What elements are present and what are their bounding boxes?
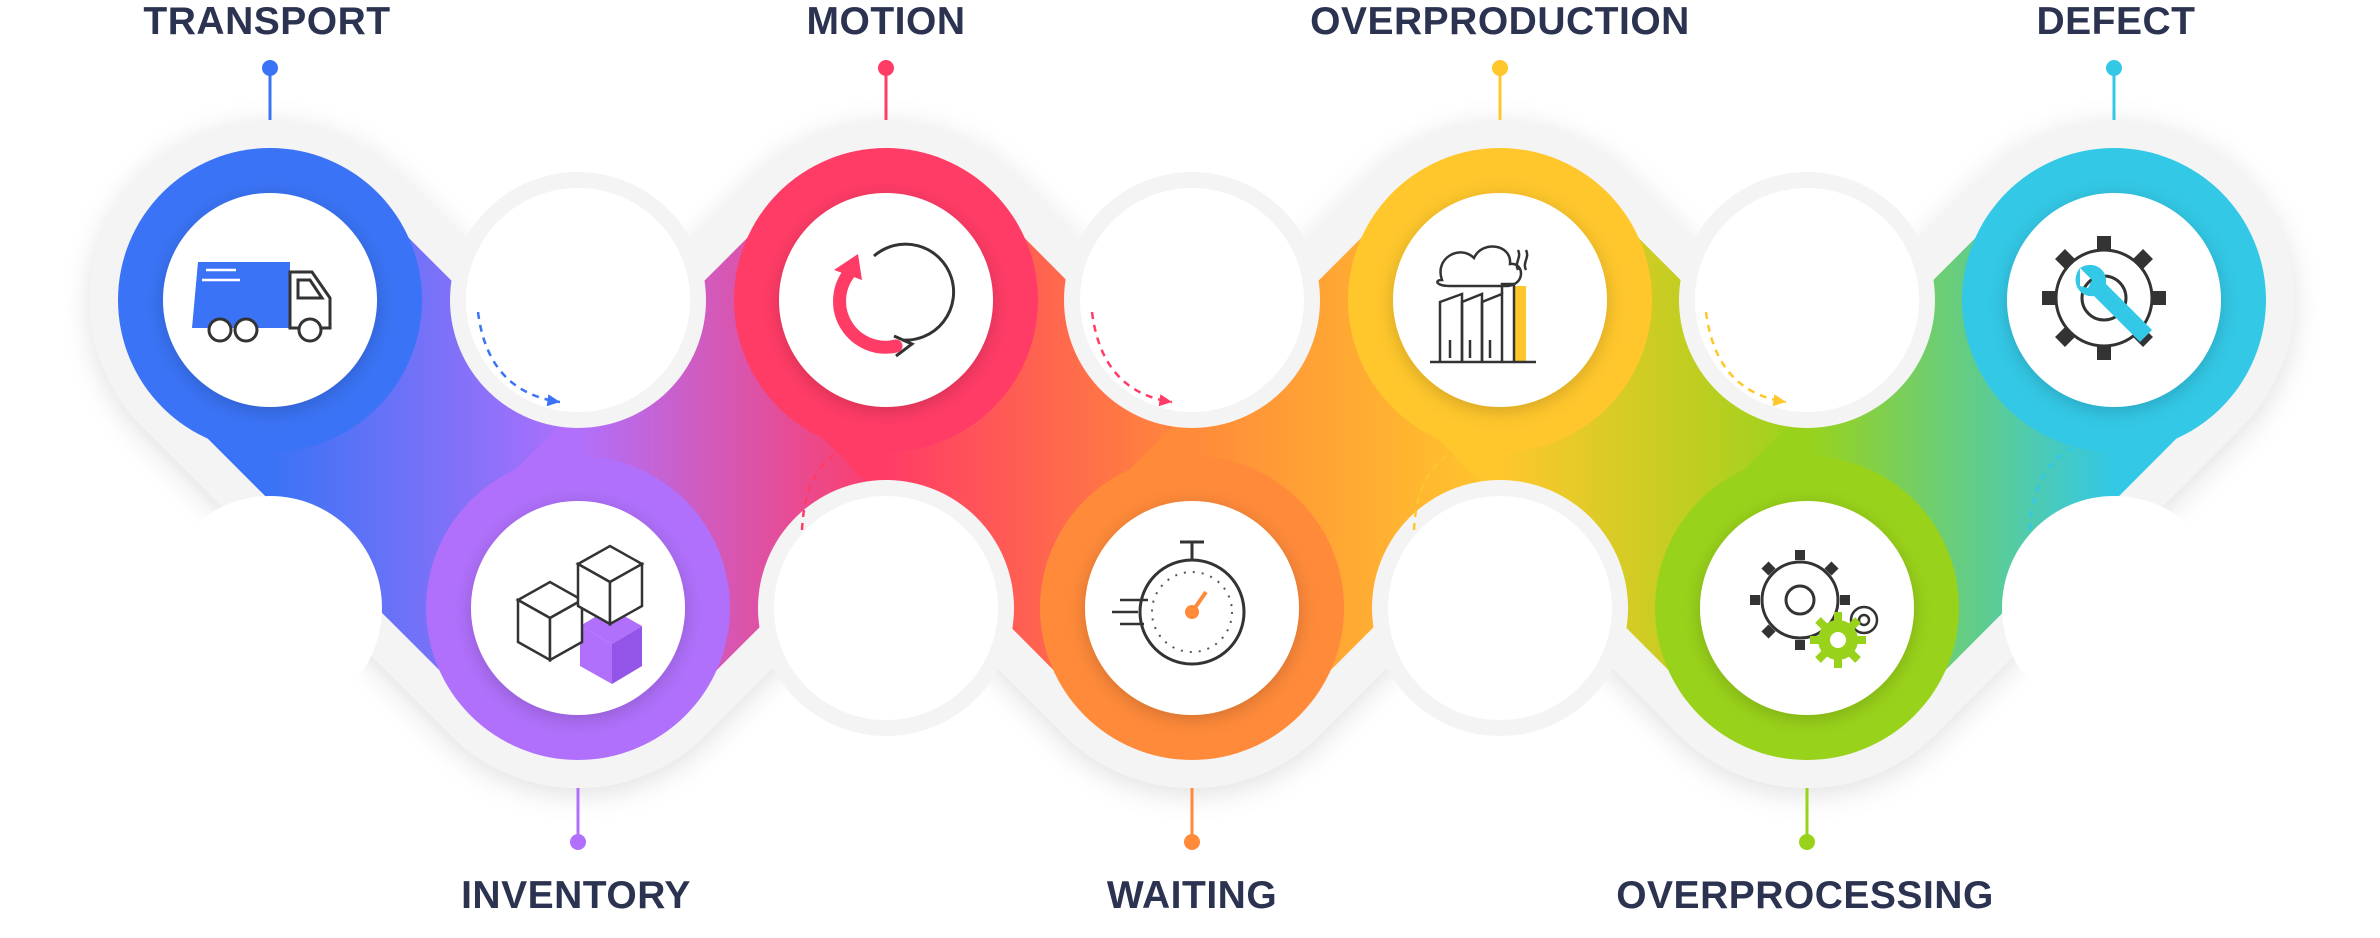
connector-dot [1799, 834, 1815, 850]
notch-inner [466, 188, 690, 412]
dashed-arrow [800, 438, 881, 531]
dashed-arrow [2028, 438, 2109, 531]
truck-icon [192, 262, 332, 343]
arrow-head [867, 434, 880, 447]
dashed-arrow [1704, 311, 1787, 404]
dashed-arrow [476, 311, 561, 404]
step-label-overprocessing: OVERPROCESSING [1616, 874, 1994, 917]
notch-inner [774, 496, 998, 720]
gear-wrench-icon [2042, 236, 2166, 360]
notch-inner [1695, 188, 1919, 412]
step-label-defect: DEFECT [2036, 0, 2196, 43]
notch-inner [158, 496, 382, 720]
notch-inner [2002, 496, 2226, 720]
icon-disc-motion [779, 193, 993, 407]
step-label-overproduction: OVERPRODUCTION [1310, 0, 1690, 43]
arrow-head [2095, 434, 2108, 447]
connector-dot [878, 60, 894, 76]
notch-inner [1388, 496, 1612, 720]
connector-dot [2106, 60, 2122, 76]
dashed-arrow [1412, 438, 1497, 531]
factory-icon [1430, 245, 1536, 364]
step-label-waiting: WAITING [1106, 874, 1278, 917]
stopwatch-icon [1112, 540, 1246, 666]
arrow-head [1772, 394, 1786, 407]
connector-dot [1492, 60, 1508, 76]
connector-dot [262, 60, 278, 76]
connector-dot [570, 834, 586, 850]
notch-inner [1080, 188, 1304, 412]
icon-disc-overproduction [1393, 193, 1607, 407]
gears-icon [1750, 550, 1879, 668]
step-label-inventory: INVENTORY [461, 874, 691, 917]
step-label-motion: MOTION [806, 0, 966, 43]
arrow-head [1483, 434, 1496, 447]
arrow-head [546, 394, 560, 407]
dashed-arrow [1090, 311, 1173, 404]
connector-dot [1184, 834, 1200, 850]
step-label-transport: TRANSPORT [143, 0, 391, 43]
cycle-arrows-icon [833, 242, 956, 358]
arrow-head [1158, 394, 1172, 407]
boxes-icon [515, 544, 645, 684]
